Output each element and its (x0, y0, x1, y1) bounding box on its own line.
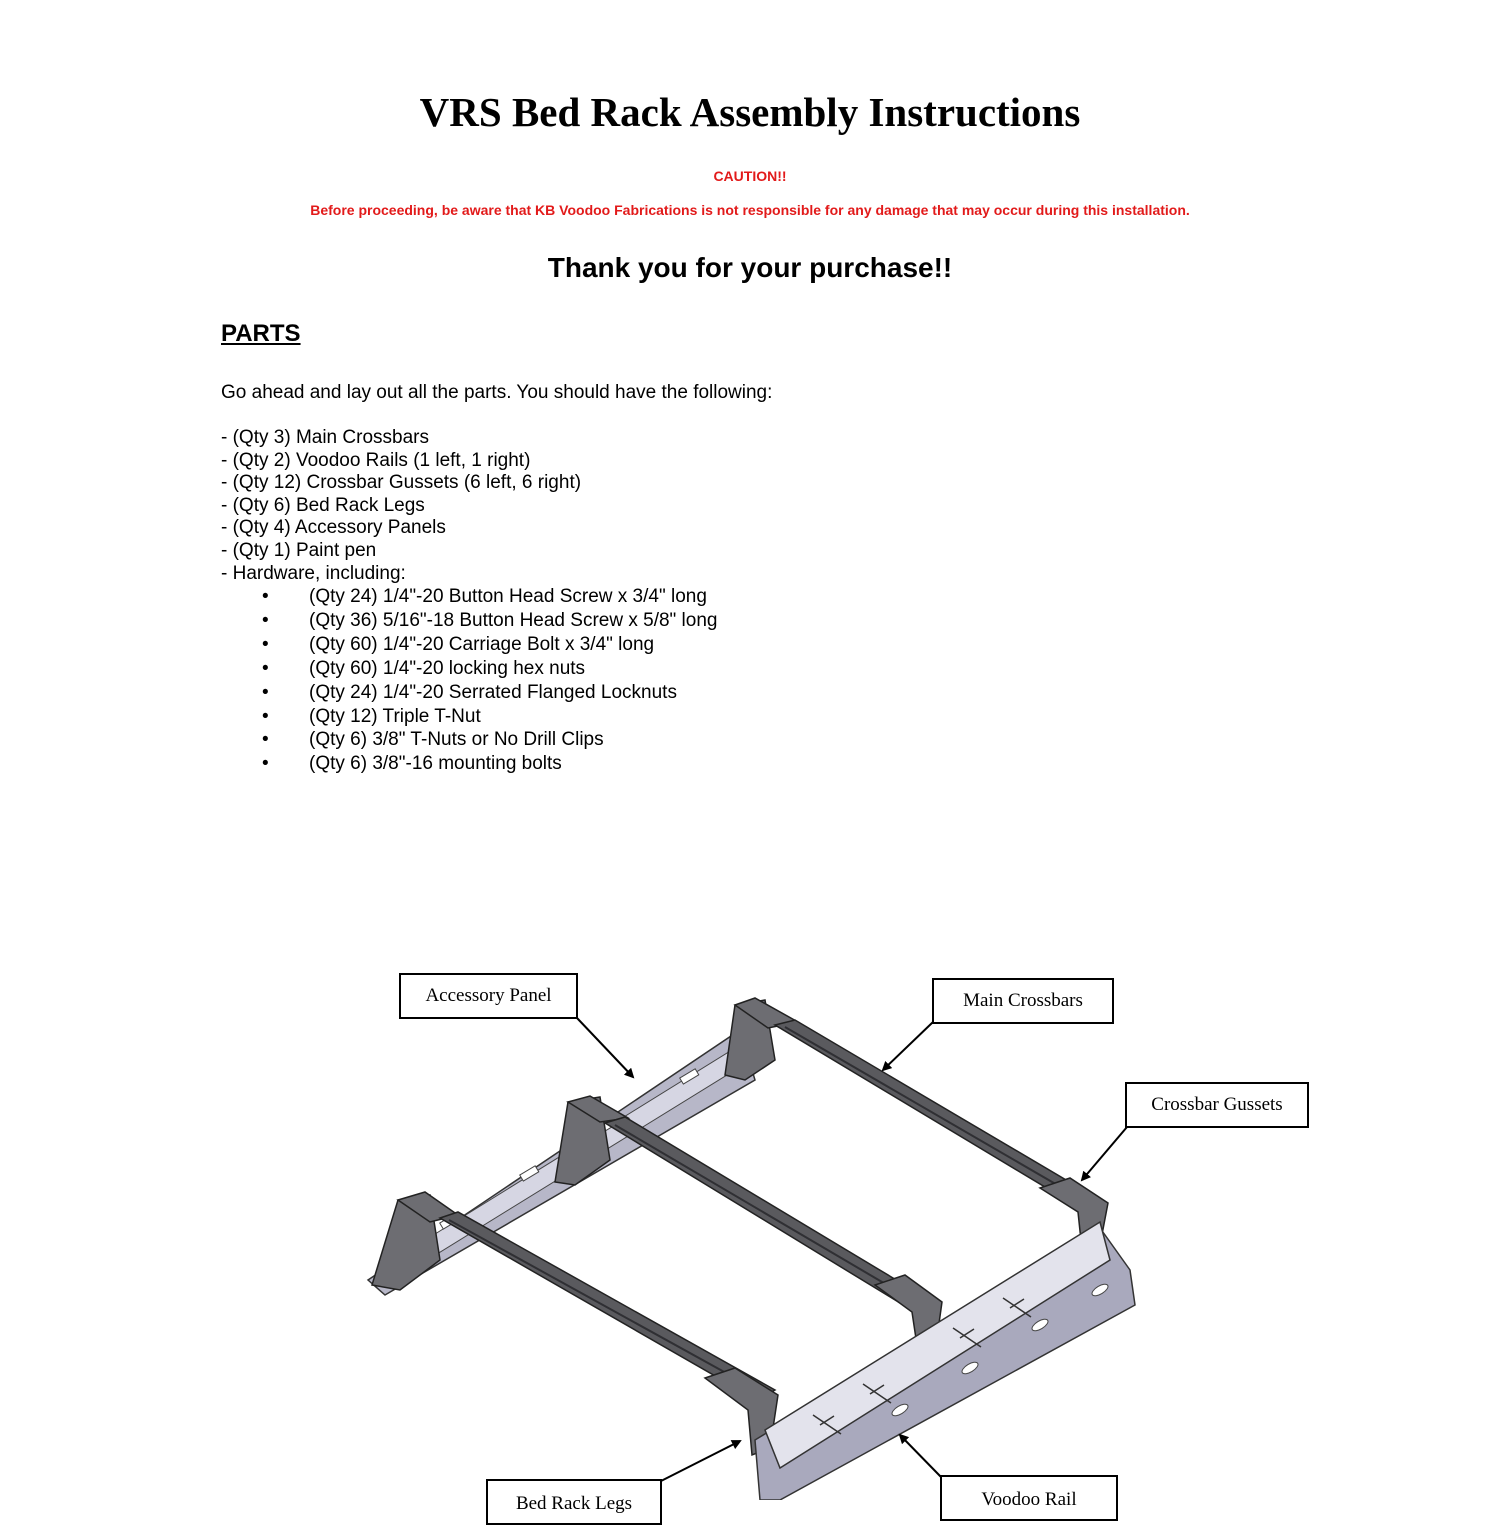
parts-list-item: - (Qty 1) Paint pen (221, 539, 377, 561)
caution-heading: CAUTION!! (713, 168, 787, 184)
hardware-item: • (Qty 60) 1/4"-20 Carriage Bolt x 3/4" l… (262, 633, 717, 657)
parts-intro: Go ahead and lay out all the parts. You … (221, 382, 773, 403)
hardware-item: • (Qty 6) 3/8"-16 mounting bolts (262, 752, 717, 776)
bullet-icon: • (262, 753, 269, 775)
hardware-item: • (Qty 36) 5/16"-18 Button Head Screw x 5… (262, 609, 717, 633)
callout-crossbar-gussets: Crossbar Gussets (1125, 1082, 1309, 1128)
hardware-item-text: (Qty 6) 3/8" T-Nuts or No Drill Clips (309, 729, 604, 751)
parts-list-item: - (Qty 4) Accessory Panels (221, 517, 446, 539)
hardware-item-text: (Qty 24) 1/4"-20 Serrated Flanged Locknu… (309, 681, 677, 703)
bullet-icon: • (262, 586, 269, 607)
hardware-list: • (Qty 24) 1/4"-20 Button Head Screw x 3/… (262, 585, 717, 776)
right-voodoo-rail (754, 1220, 1136, 1500)
hardware-item: • (Qty 24) 1/4"-20 Button Head Screw x 3/… (262, 585, 717, 609)
parts-list-item: - (Qty 12) Crossbar Gussets (6 left, 6 r… (221, 472, 582, 494)
hardware-item-text: (Qty 60) 1/4"-20 Carriage Bolt x 3/4" lo… (309, 633, 655, 655)
hardware-item-text: (Qty 36) 5/16"-18 Button Head Screw x 5/… (309, 609, 718, 631)
hardware-item: • (Qty 12) Triple T-Nut (262, 705, 717, 729)
callout-voodoo-rail: Voodoo Rail (940, 1475, 1118, 1521)
bullet-icon: • (262, 729, 269, 751)
parts-list-item: - (Qty 6) Bed Rack Legs (221, 494, 425, 516)
callout-bed-rack-legs: Bed Rack Legs (486, 1479, 662, 1525)
parts-heading: PARTS (221, 320, 301, 347)
hardware-item: • (Qty 6) 3/8" T-Nuts or No Drill Clips (262, 728, 717, 752)
bullet-icon: • (262, 657, 269, 679)
callout-main-crossbars: Main Crossbars (932, 978, 1114, 1024)
document-title: VRS Bed Rack Assembly Instructions (419, 89, 1081, 135)
hardware-item-text: (Qty 60) 1/4"-20 locking hex nuts (309, 657, 586, 679)
bullet-icon: • (262, 705, 269, 727)
hardware-item-text: (Qty 12) Triple T-Nut (309, 705, 481, 727)
bullet-icon: • (262, 681, 269, 703)
thank-you-heading: Thank you for your purchase!! (547, 252, 953, 283)
hardware-item: • (Qty 24) 1/4"-20 Serrated Flanged Lockn… (262, 681, 717, 705)
hardware-item-text: (Qty 6) 3/8"-16 mounting bolts (309, 753, 562, 775)
callout-arrows (576, 1017, 1128, 1482)
parts-list: - (Qty 3) Main Crossbars - (Qty 2) Voodo… (221, 427, 581, 585)
hardware-item: • (Qty 60) 1/4"-20 locking hex nuts (262, 657, 717, 681)
callout-accessory-panel: Accessory Panel (399, 973, 578, 1019)
bullet-icon: • (262, 609, 269, 631)
left-gussets (371, 997, 801, 1291)
caution-text: Before proceeding, be aware that KB Vood… (310, 202, 1190, 218)
parts-list-item: - (Qty 2) Voodoo Rails (1 left, 1 right) (221, 449, 531, 471)
parts-list-item: - (Qty 3) Main Crossbars (221, 427, 429, 448)
parts-list-item: - Hardware, including: (221, 562, 406, 584)
bullet-icon: • (262, 633, 269, 655)
hardware-item-text: (Qty 24) 1/4"-20 Button Head Screw x 3/4… (309, 586, 707, 607)
main-crossbars (438, 1019, 1102, 1401)
